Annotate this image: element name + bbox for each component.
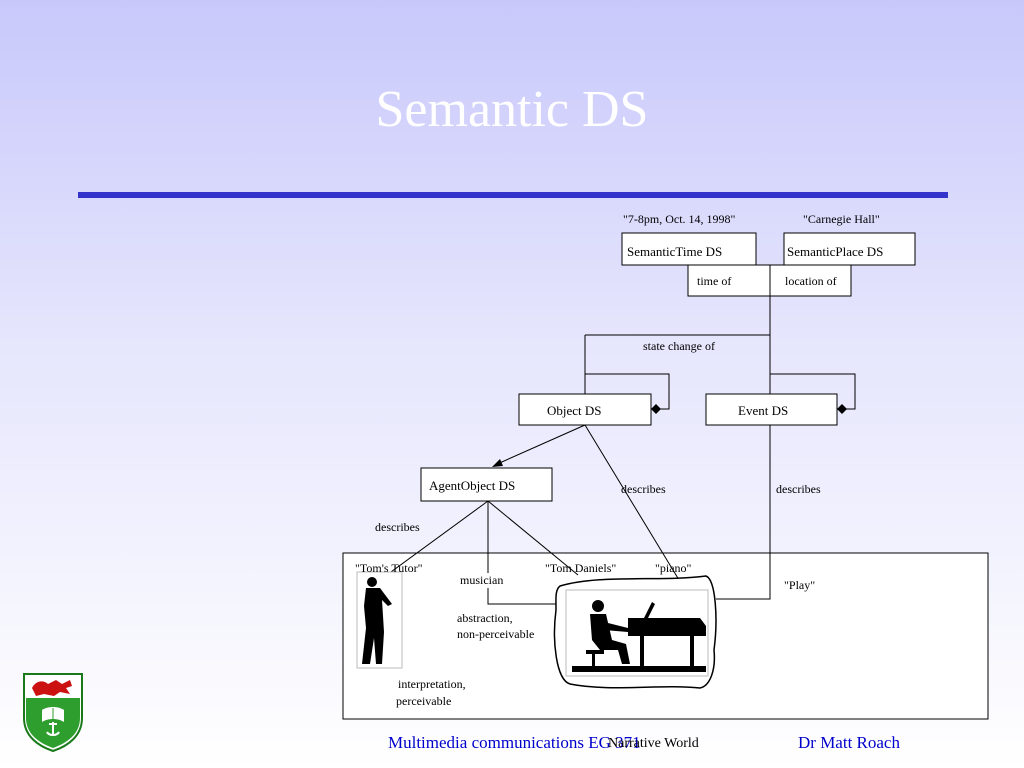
semantic-time-box — [621, 232, 757, 266]
time-of-box — [687, 264, 771, 297]
semantic-place-box — [783, 232, 916, 266]
abstraction-label-2: non-perceivable — [457, 627, 534, 641]
event-ds-box — [705, 393, 838, 426]
state-change-label: state change of — [643, 339, 715, 353]
event-self-loop — [769, 373, 856, 410]
location-of-box — [769, 264, 852, 297]
object-describes-label: describes — [621, 482, 666, 496]
title-divider — [78, 192, 948, 198]
location-of-label: location of — [785, 274, 837, 288]
agent-to-daniels-line — [487, 500, 579, 576]
footer-author: Dr Matt Roach — [798, 733, 900, 752]
pianist-photo — [565, 589, 709, 677]
object-diamond — [651, 404, 661, 414]
piano-value: "piano" — [655, 561, 692, 575]
agent-object-box — [420, 467, 553, 502]
object-describes-line — [584, 424, 694, 604]
footer-overlay-label: Narrative World — [608, 736, 699, 751]
event-diamond — [837, 404, 847, 414]
agent-arrowhead — [492, 459, 503, 467]
event-ds-label: Event DS — [738, 403, 788, 418]
play-value: "Play" — [784, 578, 815, 592]
agent-object-label: AgentObject DS — [429, 478, 515, 493]
toms-tutor-value: "Tom's Tutor" — [355, 561, 423, 575]
time-of-label: time of — [697, 274, 731, 288]
object-self-loop — [584, 373, 670, 410]
footer-course: Multimedia communications EG 371 — [388, 733, 641, 752]
event-describes-label: describes — [776, 482, 821, 496]
abstraction-label-1: abstraction, — [457, 611, 513, 625]
musician-label: musician — [460, 573, 503, 587]
state-change-connector — [584, 296, 771, 394]
place-value: "Carnegie Hall" — [803, 212, 880, 226]
tom-daniels-value: "Tom Daniels" — [545, 561, 616, 575]
slide-title: Semantic DS — [375, 81, 649, 138]
event-describes-line — [716, 425, 771, 600]
time-value: "7-8pm, Oct. 14, 1998" — [623, 212, 736, 226]
object-ds-label: Object DS — [547, 403, 602, 418]
agent-to-tutor-line — [379, 500, 489, 581]
semantic-place-label: SemanticPlace DS — [787, 244, 883, 259]
object-to-agent-arrow — [494, 424, 586, 466]
abstraction-connector — [487, 588, 568, 605]
semantic-time-label: SemanticTime DS — [627, 244, 722, 259]
agent-describes-label: describes — [375, 520, 420, 534]
university-crest-logo — [23, 673, 83, 752]
tutor-photo — [356, 571, 403, 669]
interpretation-label-2: perceivable — [396, 694, 451, 708]
interpretation-label-1: interpretation, — [398, 677, 466, 691]
